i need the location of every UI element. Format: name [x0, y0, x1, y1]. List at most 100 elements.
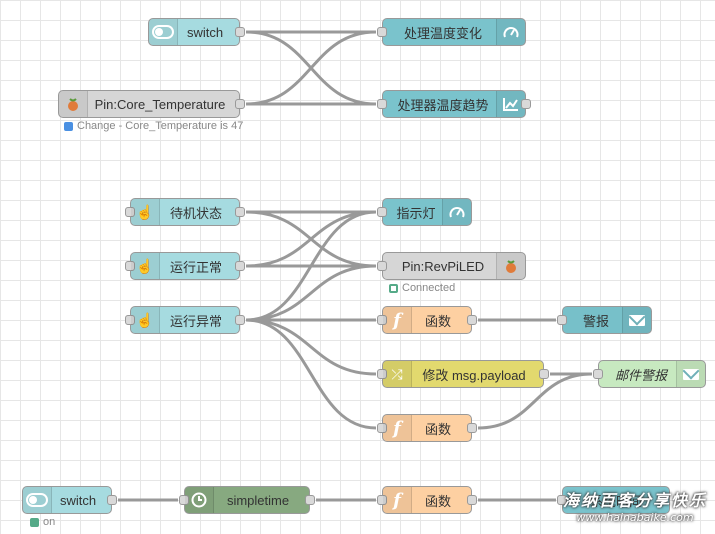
node-label: 待机状态: [169, 205, 222, 221]
node-label: Pin:Core_Temperature: [94, 96, 226, 112]
node-label: 指示灯: [396, 205, 436, 221]
input-port[interactable]: [377, 315, 387, 325]
node-label: 函数: [424, 493, 451, 509]
input-port[interactable]: [557, 315, 567, 325]
node-label: 处理器温度趋势: [397, 97, 489, 113]
display-node-system-time[interactable]: 系统时间: [557, 486, 670, 514]
status-dot: [64, 121, 73, 131]
gauge-node-indicator[interactable]: 指示灯: [377, 198, 472, 226]
input-port[interactable]: [125, 261, 135, 271]
node-label: switch: [186, 24, 224, 40]
wiringpi-node-core-temperature[interactable]: Pin:Core_Temperature: [58, 90, 245, 118]
switch-node-bottom[interactable]: switch: [22, 486, 117, 514]
switch-node-top[interactable]: switch: [148, 18, 245, 46]
site-watermark: 海纳百客分享快乐 www.hainabaike.com: [563, 487, 707, 524]
node-status-revpi-led: Connected: [389, 282, 455, 294]
output-port[interactable]: [235, 207, 245, 217]
shuffle-icon: ⤮: [383, 361, 412, 387]
function-node-1[interactable]: f 函数: [377, 306, 477, 334]
output-port[interactable]: [467, 315, 477, 325]
wire[interactable]: [245, 210, 377, 322]
node-label: 警报: [582, 313, 609, 329]
input-port[interactable]: [179, 495, 189, 505]
output-port[interactable]: [467, 423, 477, 433]
node-label: 修改 msg.payload: [422, 367, 526, 383]
hand-pointer-icon: ☝: [131, 253, 160, 279]
output-port[interactable]: [467, 495, 477, 505]
input-port[interactable]: [125, 315, 135, 325]
envelope-icon: [676, 361, 705, 387]
wire[interactable]: [245, 318, 377, 430]
button-node-standby[interactable]: ☝ 待机状态: [125, 198, 245, 226]
hand-pointer-icon: ☝: [131, 307, 160, 333]
watermark-title: 海纳百客分享快乐: [562, 491, 707, 510]
function-node-2[interactable]: f 函数: [377, 414, 477, 442]
output-port[interactable]: [235, 99, 245, 109]
input-port[interactable]: [377, 423, 387, 433]
toggle-icon: [149, 19, 178, 45]
input-port[interactable]: [377, 207, 387, 217]
gauge-icon: [496, 19, 525, 45]
status-text: Connected: [402, 282, 456, 294]
raspberry-pi-icon: [59, 91, 88, 117]
input-port[interactable]: [125, 207, 135, 217]
wire[interactable]: [245, 210, 377, 268]
input-port[interactable]: [377, 261, 387, 271]
button-node-abnormal[interactable]: ☝ 运行异常: [125, 306, 245, 334]
raspberry-pi-icon: [496, 253, 525, 279]
output-port[interactable]: [235, 27, 245, 37]
status-text: on: [43, 516, 56, 528]
output-port[interactable]: [235, 315, 245, 325]
hand-pointer-icon: ☝: [131, 199, 160, 225]
function-icon: f: [383, 307, 412, 333]
input-port[interactable]: [593, 369, 603, 379]
node-label: switch: [59, 492, 97, 508]
watermark-url: www.hainabaike.com: [576, 511, 694, 524]
status-dot: [30, 517, 39, 527]
gauge-node-temperature-change[interactable]: 处理温度变化: [377, 18, 526, 46]
input-port[interactable]: [377, 27, 387, 37]
button-node-normal[interactable]: ☝ 运行正常: [125, 252, 245, 280]
clock-icon: [185, 487, 214, 513]
function-icon: f: [383, 487, 412, 513]
input-port[interactable]: [377, 369, 387, 379]
chart-icon: [496, 91, 525, 117]
node-status-core-temperature: Change - Core_Temperature is 47: [64, 120, 243, 132]
input-port[interactable]: [377, 495, 387, 505]
output-port[interactable]: [235, 261, 245, 271]
gauge-icon: [442, 199, 471, 225]
function-node-3[interactable]: f 函数: [377, 486, 477, 514]
node-label: 处理温度变化: [403, 25, 482, 41]
email-node-mail-alarm[interactable]: 邮件警报: [593, 360, 706, 388]
wire[interactable]: [477, 372, 593, 430]
change-node-payload[interactable]: ⤮ 修改 msg.payload: [377, 360, 549, 388]
wire[interactable]: [245, 318, 377, 376]
status-dot: [389, 283, 398, 293]
node-label: 函数: [424, 313, 451, 329]
node-label: 运行正常: [169, 259, 222, 275]
node-label: 系统时间: [589, 493, 642, 509]
wire[interactable]: [245, 30, 377, 106]
output-port[interactable]: [107, 495, 117, 505]
chart-node-temperature-trend[interactable]: 处理器温度趋势: [377, 90, 531, 118]
input-port[interactable]: [377, 99, 387, 109]
node-label: 运行异常: [169, 313, 222, 329]
output-port[interactable]: [305, 495, 315, 505]
input-port[interactable]: [557, 495, 567, 505]
function-icon: f: [383, 415, 412, 441]
node-label: 函数: [424, 421, 451, 437]
simpletime-node[interactable]: simpletime: [179, 486, 315, 514]
envelope-icon: [622, 307, 651, 333]
wire[interactable]: [245, 264, 377, 322]
node-label: 邮件警报: [614, 367, 667, 383]
status-text: Change - Core_Temperature is 47: [77, 120, 244, 132]
node-status-switch-bottom: on: [30, 516, 55, 528]
toggle-icon: [23, 487, 52, 513]
output-port[interactable]: [539, 369, 549, 379]
output-port[interactable]: [521, 99, 531, 109]
node-label: simpletime: [226, 492, 290, 508]
wiringpi-node-revpi-led[interactable]: Pin:RevPiLED: [377, 252, 526, 280]
email-node-alarm[interactable]: 警报: [557, 306, 652, 334]
node-label: Pin:RevPiLED: [401, 258, 485, 274]
